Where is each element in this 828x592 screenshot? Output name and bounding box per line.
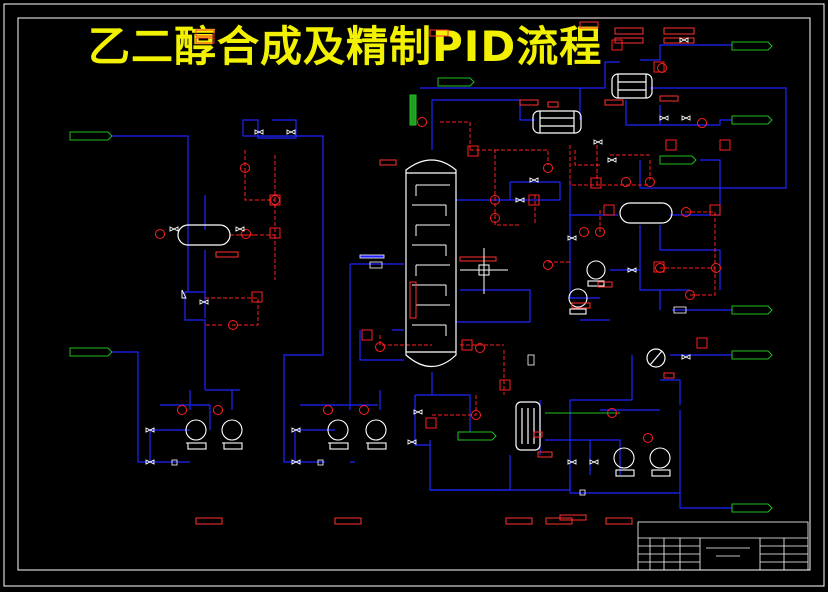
outlet-arrow-3	[731, 305, 773, 315]
outlet-arrow-1	[731, 41, 773, 51]
fan-cooler	[646, 348, 666, 368]
instrument-boxes	[251, 39, 731, 429]
vessels	[177, 73, 673, 451]
outlet-arrow-5	[731, 503, 773, 513]
column-top-stub	[409, 94, 417, 126]
valves	[145, 37, 691, 465]
stream-arrow-bottom	[457, 431, 497, 441]
pump-4	[365, 419, 387, 450]
drawing-frame-outer	[3, 3, 825, 587]
drawing-frame-inner	[17, 17, 811, 571]
pump-2	[221, 419, 243, 450]
stream-arrow-top	[437, 77, 475, 87]
cad-crosshair	[460, 248, 508, 294]
pump-6	[568, 288, 588, 315]
drawing-title: 乙二醇合成及精制PID流程	[88, 22, 603, 71]
distillation-column	[405, 159, 457, 368]
stream-arrows	[69, 41, 773, 513]
top-condenser	[611, 73, 653, 99]
small-markers	[171, 254, 687, 496]
pump-7	[613, 447, 635, 477]
outlet-arrow-4	[731, 350, 773, 360]
title-block	[637, 521, 809, 571]
control-lines	[205, 121, 716, 416]
feed-drum	[177, 224, 231, 246]
pumps	[185, 260, 671, 477]
process-lines	[110, 44, 787, 509]
inlet-arrow-1	[69, 131, 113, 141]
pump-8	[649, 447, 671, 477]
red-tags	[195, 21, 695, 525]
inlet-arrow-2	[69, 347, 113, 357]
reflux-drum-right	[619, 202, 673, 224]
instruments	[155, 63, 721, 443]
reboiler	[515, 401, 541, 451]
pump-5	[586, 260, 606, 287]
overhead-condenser	[532, 110, 582, 134]
pump-1	[185, 419, 207, 450]
pump-3	[327, 419, 349, 450]
stream-arrow-mid	[659, 155, 697, 165]
outlet-arrow-2	[731, 115, 773, 125]
